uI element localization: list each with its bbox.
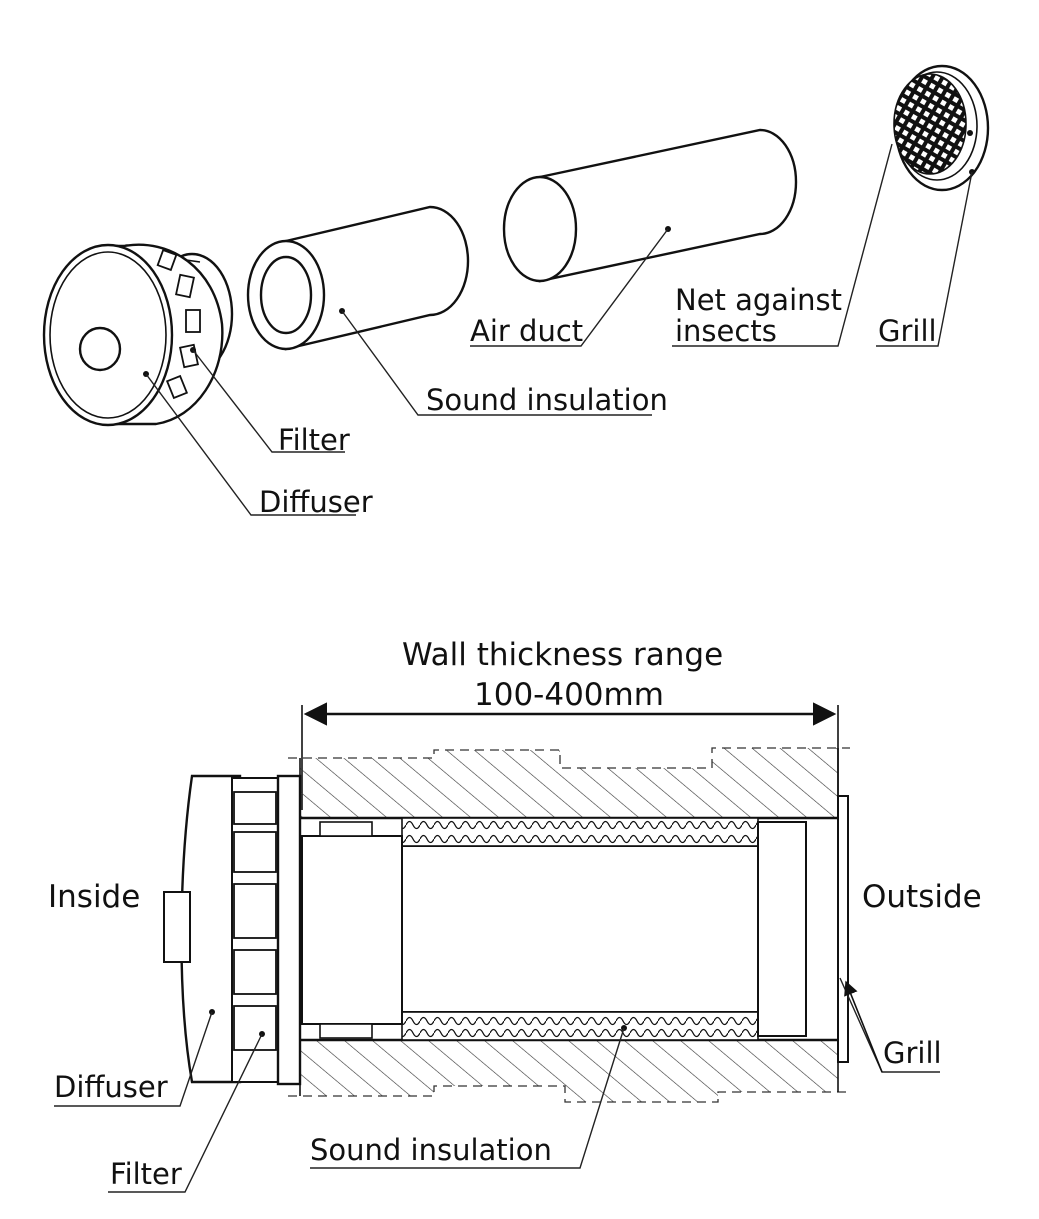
exploded-label-diffuser: Diffuser [259, 485, 373, 519]
air-duct-drawing [502, 128, 798, 283]
exploded-label-grill: Grill [878, 314, 937, 348]
exploded-label-air-duct: Air duct [470, 314, 583, 348]
exploded-label-filter: Filter [278, 423, 350, 457]
section-label-inside: Inside [48, 879, 140, 915]
dimension-title: Wall thickness range [402, 637, 723, 673]
section-label-outside: Outside [862, 879, 982, 915]
duct-section [301, 817, 807, 1041]
dimension-value: 100-400mm [474, 677, 664, 713]
exploded-label-net-line1: Net against [675, 283, 842, 317]
section-view: Wall thickness range 100-400mm [48, 637, 982, 1193]
exploded-label-net-line2: insects [675, 314, 777, 348]
grill-section [837, 795, 849, 1063]
section-label-filter: Filter [110, 1157, 182, 1191]
exploded-view: Diffuser Filter Sound insulation Air duc… [42, 64, 990, 519]
diffuser-drawing [42, 243, 234, 427]
exploded-label-sound-insulation: Sound insulation [426, 383, 668, 417]
grill-drawing [893, 64, 990, 192]
section-label-sound-insulation: Sound insulation [310, 1133, 552, 1167]
section-label-diffuser: Diffuser [54, 1070, 168, 1104]
section-label-grill: Grill [883, 1036, 942, 1070]
sound-insulation-tube-drawing [246, 205, 470, 351]
diffuser-section [163, 774, 302, 1086]
